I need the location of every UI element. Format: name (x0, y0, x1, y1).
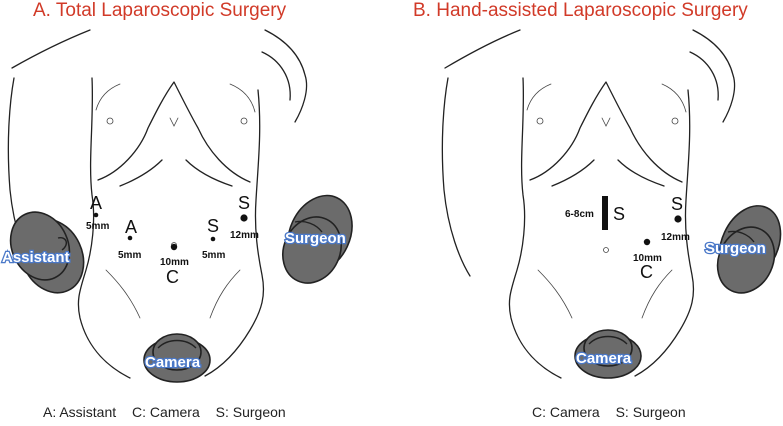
port-marker (643, 238, 651, 246)
panel-b-legend: C: Camera S: Surgeon (532, 404, 698, 420)
surgeon-label: Surgeon (285, 230, 346, 247)
panel-a-ports: A 5mm A 5mm 10mm C S 5mm S 12mm (86, 193, 259, 287)
incision-marker (602, 196, 608, 230)
hand-port-incision: 6-8cm S (565, 196, 625, 230)
panel-a-camera-hands: Camera (143, 333, 211, 383)
camera-label: Camera (576, 350, 632, 367)
port-letter: C (640, 262, 653, 282)
port-b-surgeon: S 12mm (661, 194, 690, 243)
port-letter: C (166, 267, 179, 287)
legend-item: C: Camera (132, 404, 200, 420)
port-marker (170, 243, 178, 251)
camera-label: Camera (145, 354, 201, 371)
surgeon-label: Surgeon (705, 240, 766, 257)
legend-item: S: Surgeon (215, 404, 286, 420)
port-size: 10mm (633, 253, 662, 264)
port-marker (674, 215, 682, 223)
panel-b-camera-hands: Camera (574, 329, 642, 379)
port-marker (210, 236, 216, 242)
port-size: 5mm (202, 250, 225, 261)
panel-b-title: B. Hand-assisted Laparoscopic Surgery (413, 0, 748, 21)
panel-a-legend: A: Assistant C: Camera S: Surgeon (43, 404, 298, 420)
port-size: 12mm (230, 230, 259, 241)
panel-b-surgeon-hands: Surgeon (704, 205, 782, 294)
port-a-camera: 10mm C (160, 243, 189, 287)
port-a-medial-surgeon: S 5mm (202, 216, 225, 261)
legend-item: C: Camera (532, 404, 600, 420)
port-b-camera: 10mm C (633, 238, 662, 282)
port-marker (93, 212, 99, 218)
port-a-medial-assistant: A 5mm (118, 217, 141, 261)
port-letter: S (671, 194, 683, 214)
panel-a-assistant-hands: Assistant (1, 211, 85, 294)
port-size: 10mm (160, 257, 189, 268)
legend-item: A: Assistant (43, 404, 117, 420)
panel-a-torso (7, 29, 308, 379)
incision-letter: S (613, 204, 625, 224)
port-a-lateral-surgeon: S 12mm (230, 193, 259, 241)
port-size: 12mm (661, 232, 690, 243)
port-a-lateral-assistant: A 5mm (86, 193, 109, 232)
port-marker (127, 235, 133, 241)
port-letter: A (90, 193, 102, 213)
incision-size: 6-8cm (565, 209, 594, 220)
port-letter: S (238, 193, 250, 213)
assistant-label: Assistant (2, 249, 70, 266)
port-letter: A (125, 217, 137, 237)
legend-item: S: Surgeon (615, 404, 686, 420)
port-marker (240, 214, 248, 222)
port-size: 5mm (86, 221, 109, 232)
panel-a-title: A. Total Laparoscopic Surgery (33, 0, 287, 21)
port-letter: S (207, 216, 219, 236)
panel-a-surgeon-hands: Surgeon (282, 194, 353, 284)
panel-b-torso (441, 29, 736, 379)
port-size: 5mm (118, 250, 141, 261)
panel-b-ports: 6-8cm S S 12mm 10mm C (565, 194, 690, 282)
